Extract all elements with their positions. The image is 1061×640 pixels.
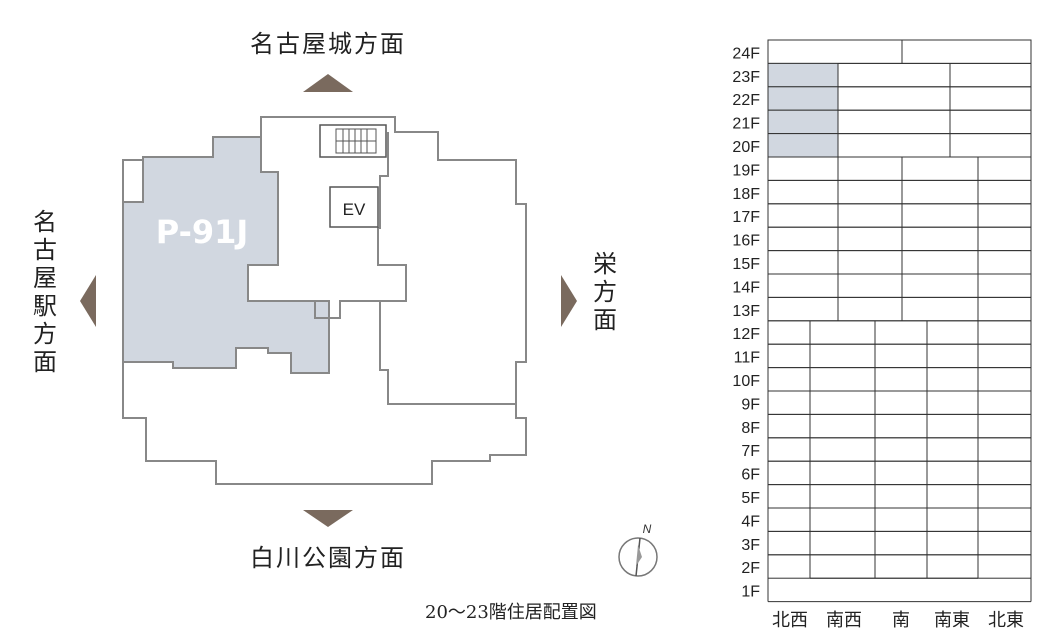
direction-west-char: 面 <box>33 348 59 376</box>
floor-row <box>767 413 1032 439</box>
floor-label: 12F <box>732 326 760 343</box>
column-label-northwest: 北西 <box>772 610 808 631</box>
floor-row <box>767 320 1032 345</box>
arrow-south-icon <box>303 510 353 527</box>
floor-label: 13F <box>732 303 760 320</box>
elevator-label: EV <box>343 200 366 219</box>
direction-south-label: 白川公園方面 <box>250 544 406 572</box>
direction-west-char: 駅 <box>33 292 59 320</box>
compass-icon: N <box>618 522 658 577</box>
floor-row <box>767 367 1032 392</box>
floor-label: 16F <box>732 233 760 250</box>
core-wall <box>377 132 407 302</box>
direction-west-char: 古 <box>33 236 59 264</box>
highlighted-unit-cell <box>768 63 838 87</box>
elevator-box <box>329 186 379 228</box>
core-wall <box>247 172 516 405</box>
floor-grid: 24F 23F 22F 21F 20F 19F 18F 17F 16F 15F 14F 13F 12F 1… <box>732 39 1032 603</box>
floor-row <box>767 390 1032 415</box>
floor-row <box>767 484 1032 509</box>
floor-row <box>767 226 1032 252</box>
floor-label: 8F <box>741 420 760 437</box>
floor-label: 23F <box>732 69 760 86</box>
column-label-northeast: 北東 <box>988 610 1024 631</box>
arrow-east-icon <box>561 275 577 327</box>
floor-row <box>767 437 1032 462</box>
compass-north-label: N <box>643 522 652 536</box>
floor-row <box>767 296 1032 322</box>
direction-west-char: 屋 <box>33 264 59 292</box>
floor-row <box>767 343 1032 369</box>
arrow-west-icon <box>80 275 96 327</box>
floor-label: 15F <box>732 256 760 273</box>
floor-row <box>767 460 1032 486</box>
unit-label: P-91J <box>156 213 249 251</box>
floor-label: 5F <box>741 490 760 507</box>
direction-east-label: 栄 方 面 <box>586 250 626 334</box>
column-label-south: 南 <box>892 610 910 631</box>
floor-row <box>767 530 1032 556</box>
floor-row <box>767 203 1032 228</box>
floor-label: 14F <box>732 279 760 296</box>
floor-row <box>767 39 1032 64</box>
floor-label: 2F <box>741 560 760 577</box>
arrow-north-icon <box>303 74 353 92</box>
floor-row <box>767 156 1032 181</box>
highlighted-unit-cell <box>768 86 838 111</box>
floor-label: 6F <box>741 467 760 484</box>
floor-label: 19F <box>732 162 760 179</box>
floor-label: 1F <box>741 584 760 601</box>
direction-north-label: 名古屋城方面 <box>250 30 406 58</box>
highlighted-unit-cell <box>768 133 838 157</box>
floor-label: 10F <box>732 373 760 390</box>
direction-west-char: 名 <box>33 208 59 236</box>
stair-outline <box>319 124 387 158</box>
floor-label: 11F <box>734 350 761 367</box>
direction-west-char: 方 <box>33 320 59 348</box>
stair-steps <box>336 129 376 153</box>
column-label-southeast: 南東 <box>934 610 970 631</box>
floor-label: 9F <box>741 396 760 413</box>
floor-label: 22F <box>732 92 760 109</box>
floor-row <box>767 250 1032 275</box>
floor-row <box>767 554 1032 579</box>
floor-label: 18F <box>732 186 760 203</box>
unit-p91j-area[interactable] <box>122 136 330 374</box>
floor-label: 3F <box>741 537 760 554</box>
floor-label: 21F <box>732 116 760 133</box>
direction-east-char: 面 <box>593 306 619 334</box>
floor-label: 4F <box>741 513 760 530</box>
floor-label: 7F <box>741 443 760 460</box>
floor-row <box>767 179 1032 205</box>
direction-east-char: 方 <box>593 278 619 306</box>
floor-plan-caption: 20〜23階住居配置図 <box>425 602 597 623</box>
floor-label: 17F <box>732 209 760 226</box>
column-label-southwest: 南西 <box>826 610 862 631</box>
floor-label: 24F <box>732 45 760 62</box>
floor-row <box>767 507 1032 532</box>
direction-west-label: 名 古 屋 駅 方 面 <box>26 208 66 376</box>
highlighted-unit-cell <box>768 110 838 134</box>
floor-label: 20F <box>732 139 760 156</box>
floor-row <box>767 273 1032 298</box>
direction-east-char: 栄 <box>593 250 619 278</box>
